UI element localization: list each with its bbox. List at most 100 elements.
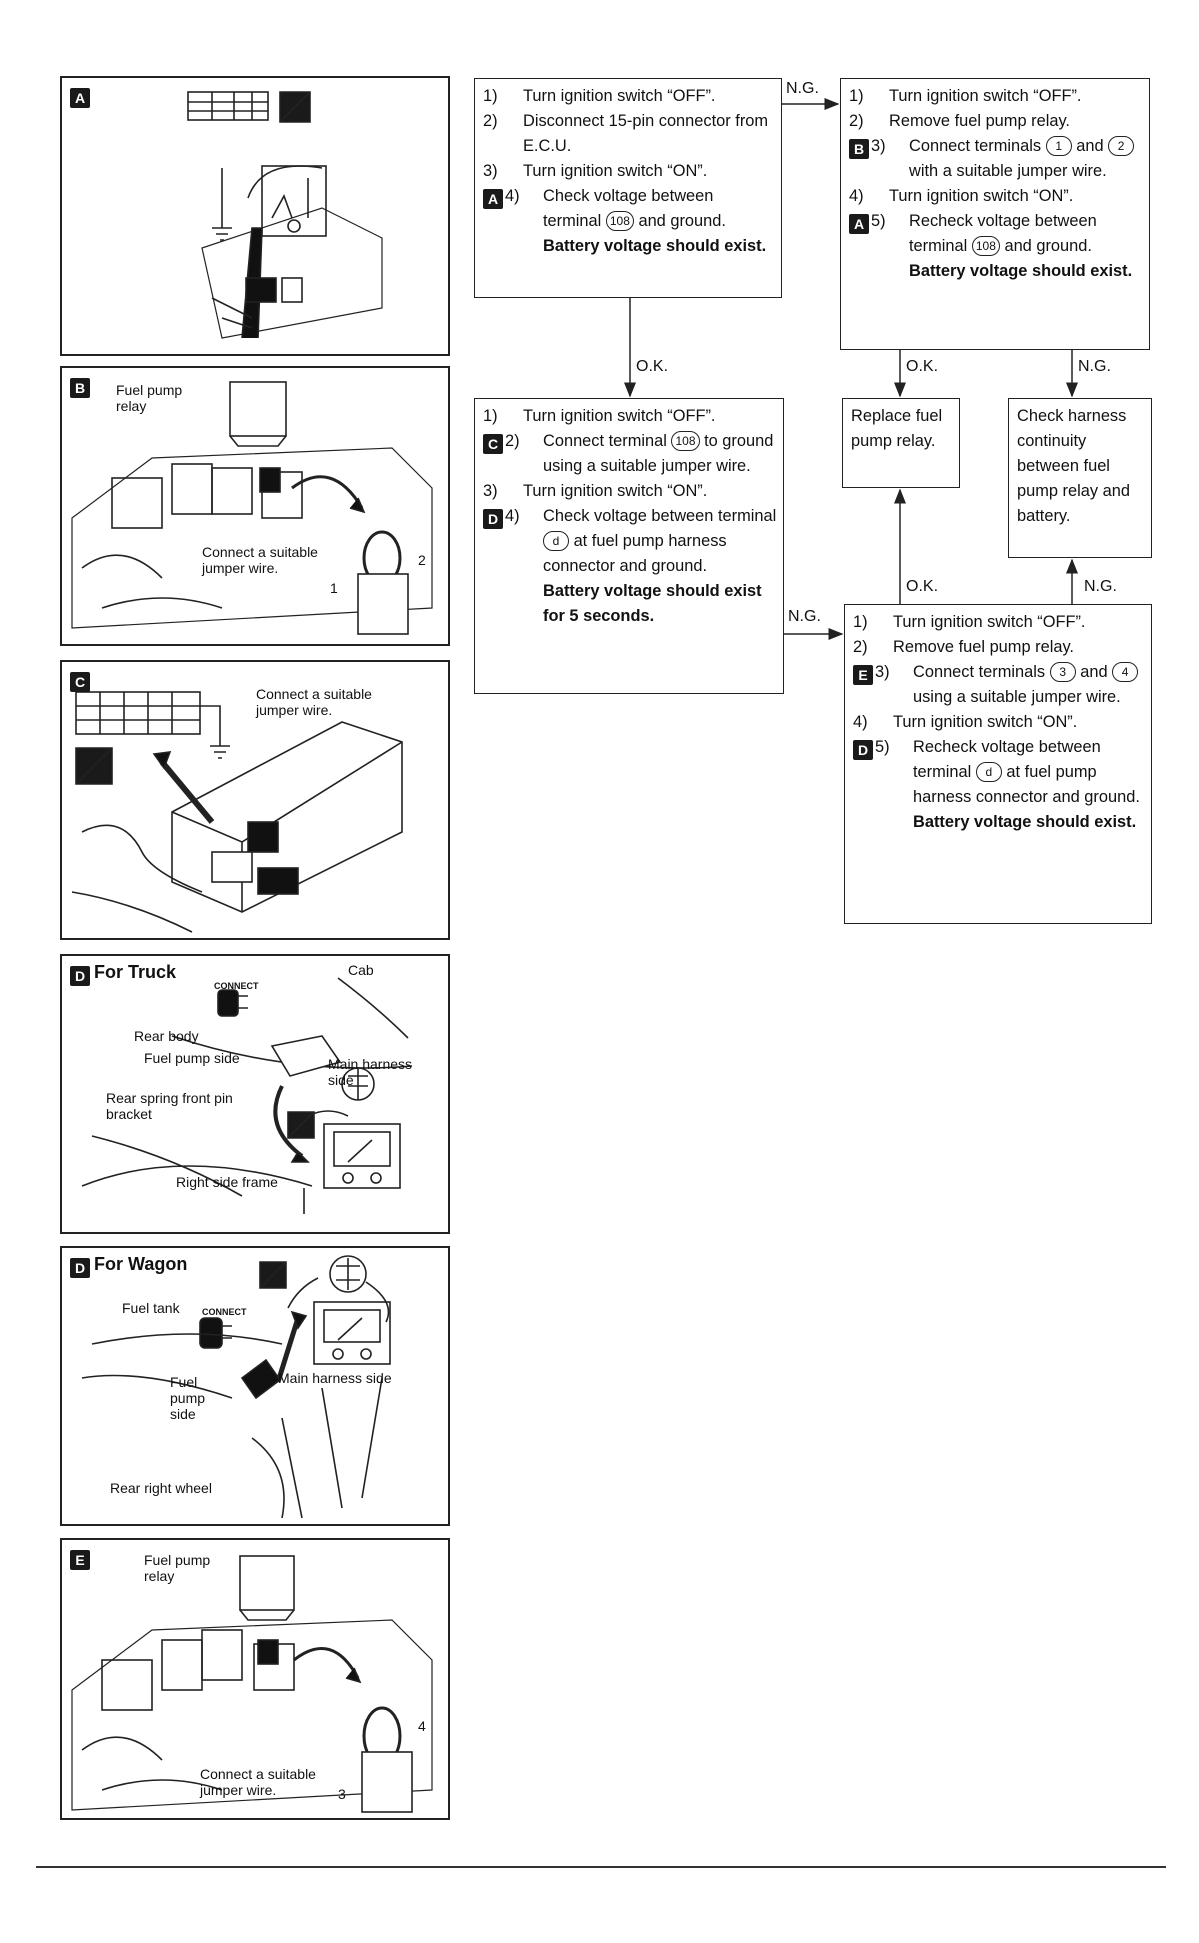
terminal-d-symbol: d xyxy=(975,762,1002,782)
box6-step-1-num: 1) xyxy=(853,613,868,631)
box6-step-4: 4)Turn ignition switch “ON”. xyxy=(853,710,1145,735)
box1-note: Battery voltage should exist. xyxy=(543,237,767,255)
box2-step-2: 2) Remove fuel pump relay. xyxy=(849,109,1143,134)
terminal-d-symbol: d xyxy=(543,531,569,551)
panel-e: E Fuel pump relay Connect a suitable jum… xyxy=(60,1538,450,1820)
panel-b-jumper-label: Connect a suitable jumper wire. xyxy=(202,544,318,576)
box1-step-3-num: 3) xyxy=(483,162,498,180)
panel-b: B Fuel pump relay Connect a suitable jum… xyxy=(60,366,450,646)
label-ng-box2-down: N.G. xyxy=(1078,358,1111,375)
panel-d-wagon-drawing xyxy=(81,1255,391,1519)
box6-step-3-badge: E xyxy=(853,665,873,685)
panel-e-title: E xyxy=(70,1546,94,1570)
panel-a-title: A xyxy=(70,84,94,108)
panel-d-truck-pump-side: Fuel pump side xyxy=(144,1050,240,1066)
panel-d-truck-frame: Right side frame xyxy=(176,1174,278,1190)
box1-step-2-num: 2) xyxy=(483,112,498,130)
flow-box-replace-relay: Replace fuel pump relay. xyxy=(842,398,960,488)
box2-step-3-mid: and xyxy=(1076,137,1104,155)
panel-d-truck-rear-body: Rear body xyxy=(134,1028,199,1044)
box2-step-4-num: 4) xyxy=(849,187,864,205)
terminal-4-symbol: 4 xyxy=(1112,662,1139,682)
box3-step-3-text: Turn ignition switch “ON”. xyxy=(523,482,708,500)
box2-step-5-pre: Recheck voltage between terminal xyxy=(909,212,1097,255)
box3-note: Battery voltage should exist for 5 secon… xyxy=(543,582,762,625)
box6-step-3-post: using a suitable jumper wire. xyxy=(913,688,1121,706)
box6-step-5-badge: D xyxy=(853,740,873,760)
box6-step-3-mid: and xyxy=(1080,663,1108,681)
panel-d-wagon-tank: Fuel tank xyxy=(122,1300,180,1316)
terminal-1-symbol: 1 xyxy=(1045,136,1072,156)
flow-box-2: 1) Turn ignition switch “OFF”. 2) Remove f… xyxy=(840,78,1150,350)
box2-step-3-post: with a suitable jumper wire. xyxy=(909,162,1107,180)
panel-b-title: B xyxy=(70,374,94,398)
panel-e-badge: E xyxy=(70,1550,90,1570)
panel-d-truck-connect: CONNECT xyxy=(214,981,259,991)
panel-d-truck-spring: Rear spring front pin bracket xyxy=(106,1090,233,1122)
panel-c-badge: C xyxy=(70,672,90,692)
box2-step-1-num: 1) xyxy=(849,87,864,105)
box2-step-4-text: Turn ignition switch “ON”. xyxy=(889,187,1074,205)
box2-step-2-text: Remove fuel pump relay. xyxy=(889,112,1070,130)
box3-step-2-pre: Connect terminal xyxy=(543,432,667,450)
panel-d-truck-drawing xyxy=(81,977,413,1214)
box3-step-2-num: 2) xyxy=(505,432,520,450)
panel-e-relay-label: Fuel pump relay xyxy=(144,1552,211,1584)
box1-step-1: 1) Turn ignition switch “OFF”. xyxy=(483,84,775,109)
box2-step-5-badge: A xyxy=(849,214,869,234)
box2-step-1-text: Turn ignition switch “OFF”. xyxy=(889,87,1082,105)
panel-c-drawing xyxy=(71,691,403,933)
box1-step-3: 3) Turn ignition switch “ON”. xyxy=(483,159,775,184)
label-ng-box1-right: N.G. xyxy=(786,80,819,97)
terminal-108-symbol: 108 xyxy=(605,211,634,231)
box1-step-4-num: 4) xyxy=(505,187,520,205)
panel-e-terminal-4: 4 xyxy=(418,1718,426,1734)
box3-step-1: 1)Turn ignition switch “OFF”. xyxy=(483,404,777,429)
box1-step-2: 2) Disconnect 15-pin connector from E.C.U… xyxy=(483,109,775,159)
box6-step-5-num: 5) xyxy=(875,738,890,756)
panel-d-wagon-badge: D xyxy=(70,1258,90,1278)
panel-a: A xyxy=(60,76,450,356)
box1-step-3-text: Turn ignition switch “ON”. xyxy=(523,162,708,180)
box1-step-4-badge: A xyxy=(483,189,503,209)
box6-note: Battery voltage should exist. xyxy=(913,813,1137,831)
box3-step-1-num: 1) xyxy=(483,407,498,425)
box2-step-4: 4) Turn ignition switch “ON”. xyxy=(849,184,1143,209)
panel-b-terminal-2: 2 xyxy=(418,552,426,568)
box6-step-5-post: at fuel pump harness connector and groun… xyxy=(913,763,1140,806)
box2-note: Battery voltage should exist. xyxy=(909,262,1133,280)
panel-b-relay-label: Fuel pump relay xyxy=(116,382,183,414)
box1-step-4-post: and ground. xyxy=(638,212,726,230)
box2-step-2-num: 2) xyxy=(849,112,864,130)
page-bottom-rule xyxy=(36,1866,1166,1868)
box2-step-5-num: 5) xyxy=(871,212,886,230)
panel-c-title: C xyxy=(70,668,94,692)
panel-d-wagon-title-text: For Wagon xyxy=(94,1254,188,1274)
replace-relay-text: Replace fuel pump relay. xyxy=(851,407,943,450)
box1-step-2-text: Disconnect 15-pin connector from E.C.U. xyxy=(523,112,769,155)
terminal-3-symbol: 3 xyxy=(1049,662,1076,682)
box3-step-3-num: 3) xyxy=(483,482,498,500)
panel-d-wagon-wheel: Rear right wheel xyxy=(110,1480,212,1496)
panel-d-truck-title-text: For Truck xyxy=(94,962,177,982)
box2-step-3-badge: B xyxy=(849,139,869,159)
box6-step-1-text: Turn ignition switch “OFF”. xyxy=(893,613,1086,631)
panel-d-wagon-main-harness: Main harness side xyxy=(278,1370,392,1386)
panel-b-drawing xyxy=(71,381,433,635)
box1-step-1-num: 1) xyxy=(483,87,498,105)
panel-c-jumper-label: Connect a suitable jumper wire. xyxy=(256,686,372,718)
box1-step-1-text: Turn ignition switch “OFF”. xyxy=(523,87,716,105)
panel-b-badge: B xyxy=(70,378,90,398)
panel-d-truck-main-harness: Main harness side xyxy=(328,1056,413,1088)
panel-e-drawing xyxy=(71,1555,433,1813)
label-ok-box6-up: O.K. xyxy=(906,578,939,595)
box6-step-3-pre: Connect terminals xyxy=(913,663,1046,681)
